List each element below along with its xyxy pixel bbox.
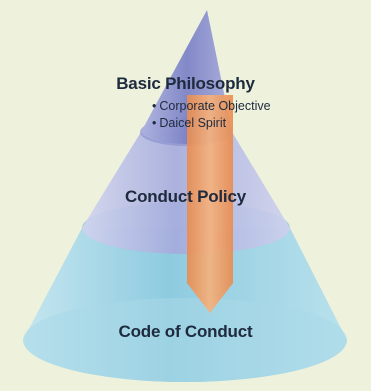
list-item: Corporate Objective [152, 98, 270, 115]
basic-philosophy-title: Basic Philosophy [116, 74, 255, 93]
middle-layer-shape [82, 132, 290, 254]
conduct-policy-title: Conduct Policy [125, 187, 246, 206]
downward-arrow [187, 95, 233, 313]
bottom-layer-base [23, 298, 347, 382]
code-of-conduct-title: Code of Conduct [118, 322, 253, 341]
list-item: Daicel Spirit [152, 115, 271, 132]
basic-philosophy-items: Corporate Objective Daicel Spirit [152, 98, 271, 132]
